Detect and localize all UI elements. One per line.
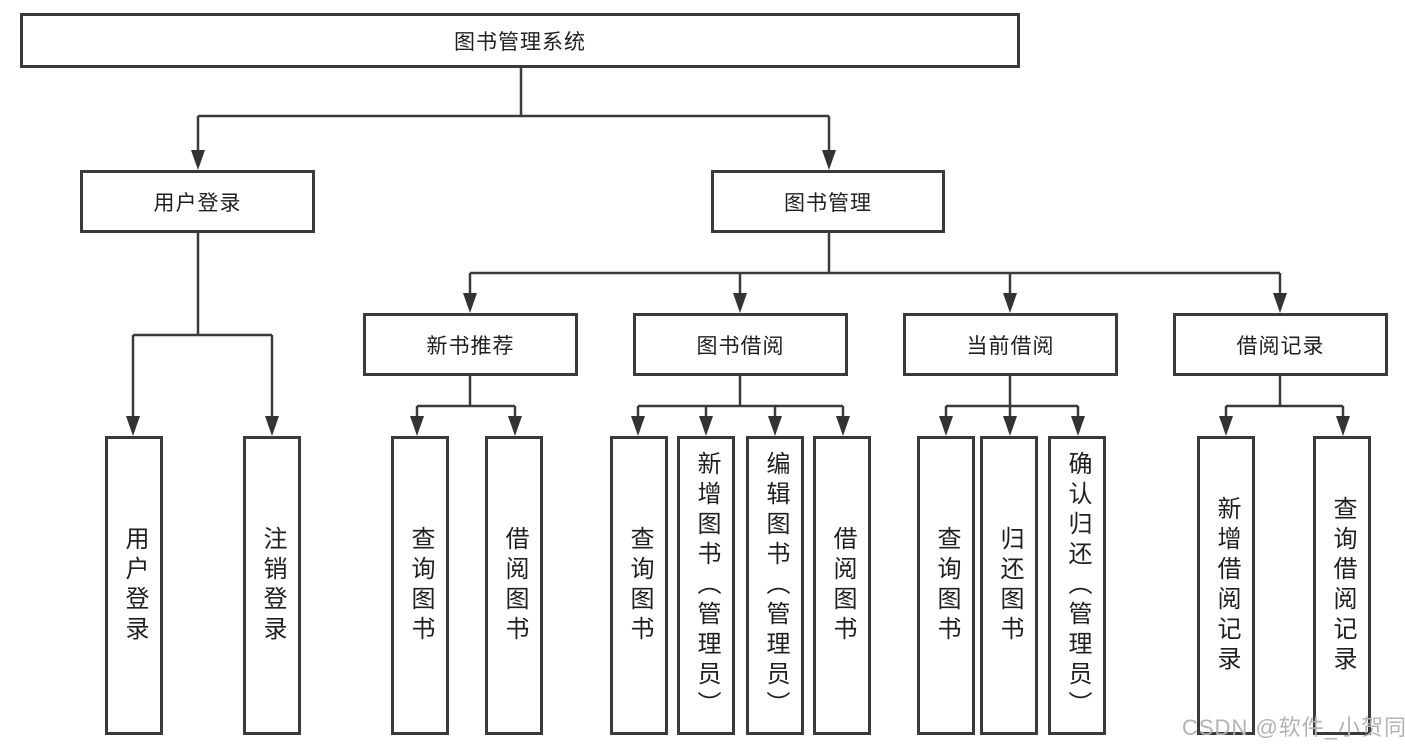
connector-book-borrow-children [636,376,845,418]
node-label: 新增图书（管理员） [693,450,720,721]
node-label: 确认归还（管理员） [1064,450,1091,721]
node-label: 查询图书 [407,525,434,646]
arrowhead-icon [822,150,836,170]
leaf-edit-books-admin: 编辑图书（管理员） [746,436,804,735]
leaf-user-login: 用户登录 [105,436,163,735]
arrowhead-icon [1003,293,1017,313]
node-label: 归还图书 [996,525,1023,646]
leaf-query-books-recommend: 查询图书 [391,436,449,735]
arrowhead-icon [836,416,850,436]
leaf-confirm-return-admin: 确认归还（管理员） [1048,436,1106,735]
watermark: CSDN @软件_小贺同学 [1182,715,1405,740]
node-current-borrow: 当前借阅 [903,313,1118,376]
node-book-management: 图书管理 [711,170,945,233]
node-label: 当前借阅 [966,334,1055,358]
connector-new-book-recommend-children [415,376,517,418]
connector-book-management-children [468,233,1282,295]
arrowhead-icon [699,416,713,436]
leaf-add-books-admin: 新增图书（管理员） [677,436,735,735]
node-label: 借阅图书 [829,525,856,646]
arrowhead-icon [1003,416,1017,436]
leaf-query-books-current: 查询图书 [917,436,975,735]
node-user-login: 用户登录 [80,170,315,233]
node-label: 用户登录 [153,191,242,215]
leaf-borrow-books: 借阅图书 [813,436,871,735]
arrowhead-icon [463,293,477,313]
node-label: 新书推荐 [426,334,515,358]
connector-user-login-children [131,233,274,418]
arrowhead-icon [191,150,205,170]
connector-borrow-record-children [1224,376,1345,418]
arrowhead-icon [126,416,140,436]
leaf-query-borrow-record: 查询借阅记录 [1313,436,1371,735]
node-label: 注销登录 [259,525,286,646]
arrowhead-icon [1071,416,1085,436]
node-root: 图书管理系统 [20,13,1020,68]
arrowhead-icon [733,293,747,313]
leaf-return-books: 归还图书 [980,436,1038,735]
arrowhead-icon [1336,416,1350,436]
node-label: 查询借阅记录 [1329,495,1356,676]
leaf-logout: 注销登录 [243,436,301,735]
arrowhead-icon [265,416,279,436]
connector-root-to-level2 [196,68,831,152]
node-borrow-record: 借阅记录 [1173,313,1388,376]
node-label: 查询图书 [933,525,960,646]
node-book-borrow: 图书借阅 [633,313,848,376]
node-label: 图书管理 [784,191,872,215]
arrowhead-icon [508,416,522,436]
arrowhead-icon [410,416,424,436]
node-new-book-recommend: 新书推荐 [363,313,578,376]
leaf-add-borrow-record: 新增借阅记录 [1197,436,1255,735]
leaf-query-books-borrow: 查询图书 [610,436,668,735]
node-label: 新增借阅记录 [1213,495,1240,676]
node-label: 查询图书 [626,525,653,646]
connector-current-borrow-children [944,376,1080,418]
arrowhead-icon [1273,293,1287,313]
node-label: 编辑图书（管理员） [762,450,789,721]
arrowhead-icon [1219,416,1233,436]
arrowhead-icon [768,416,782,436]
node-label: 图书借阅 [696,334,785,358]
arrowhead-icon [631,416,645,436]
node-label: 借阅记录 [1236,334,1325,358]
node-label: 借阅图书 [501,525,528,646]
leaf-borrow-books-recommend: 借阅图书 [485,436,543,735]
node-label: 用户登录 [121,525,148,646]
node-root-label: 图书管理系统 [454,30,586,54]
arrowhead-icon [939,416,953,436]
